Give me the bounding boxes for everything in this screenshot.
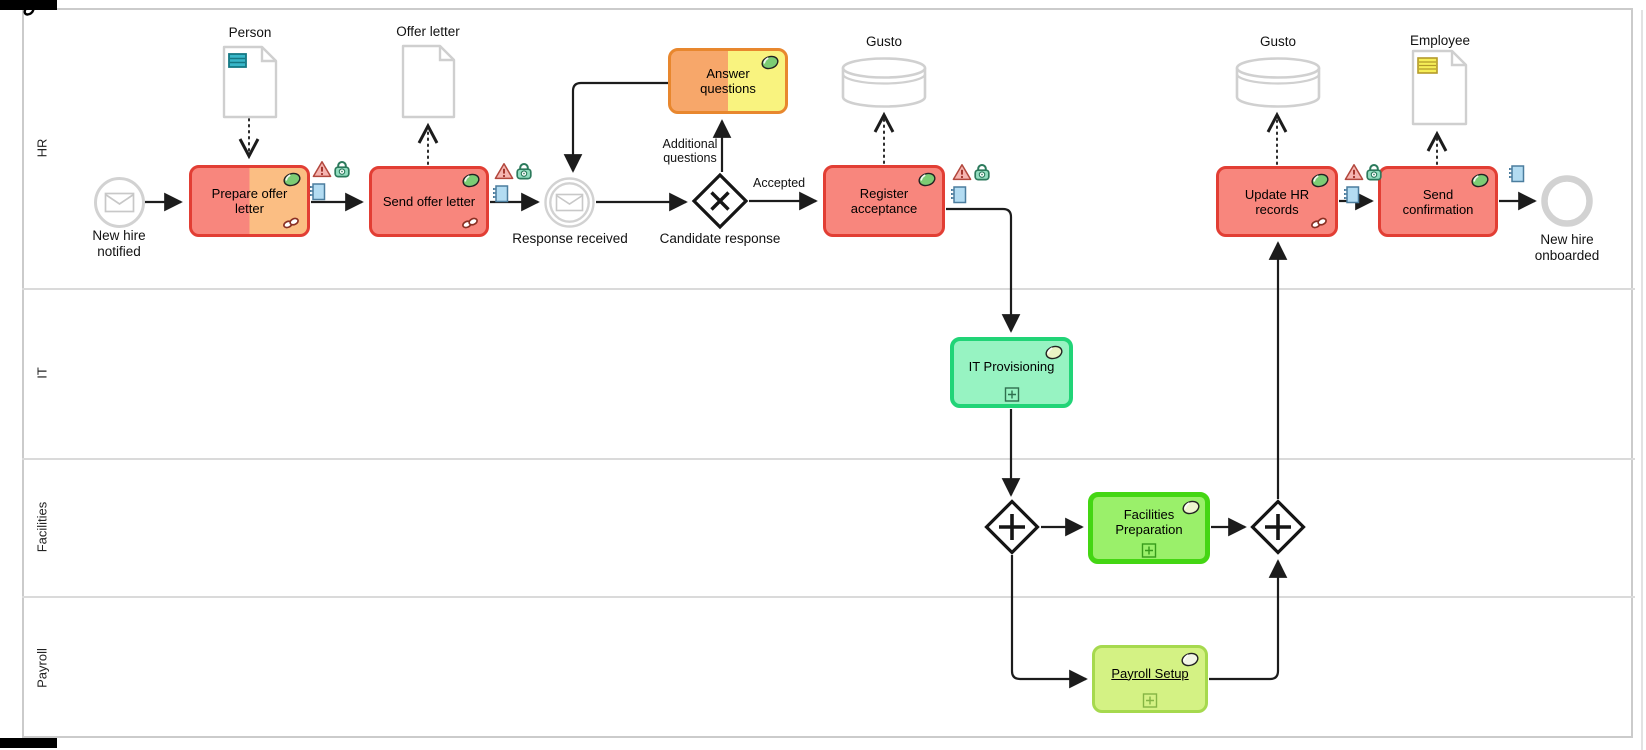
task-label: IT Provisioning: [968, 359, 1055, 374]
chain-link-icon: [1310, 216, 1328, 230]
status-disc-icon: [1310, 172, 1330, 189]
task-update-hr-records[interactable]: Update HR records: [1216, 166, 1338, 237]
plus-expand-icon[interactable]: [1141, 543, 1157, 558]
data-store-gusto-2[interactable]: [1233, 55, 1323, 111]
warning-triangle-icon: [952, 163, 972, 181]
task-label: Payroll Setup: [1111, 665, 1189, 681]
notes-icon: [1508, 164, 1525, 183]
notes-icon: [1343, 185, 1360, 204]
padlock-icon: [1365, 162, 1383, 181]
window-edge-top: [0, 0, 57, 10]
end-event-new-hire-onboarded[interactable]: [1539, 173, 1595, 229]
data-store-gusto-1-label: Gusto: [865, 34, 903, 49]
pool-boundary: [22, 8, 1633, 738]
status-disc-icon: [1044, 344, 1064, 361]
lane-divider-facilities-payroll: [22, 596, 1635, 598]
padlock-icon: [973, 162, 991, 181]
task-label: Send offer letter: [382, 194, 476, 209]
chain-link-icon: [461, 216, 479, 230]
subprocess-it-provisioning[interactable]: IT Provisioning: [950, 337, 1073, 408]
intermediate-event-response-received[interactable]: [542, 175, 597, 230]
data-store-gusto-1[interactable]: [839, 55, 929, 111]
task-register-acceptance[interactable]: Register acceptance: [823, 165, 945, 237]
status-disc-icon: [282, 171, 302, 188]
gateway-candidate-response[interactable]: [691, 172, 749, 230]
subprocess-payroll-setup[interactable]: Payroll Setup: [1092, 645, 1208, 713]
parallel-plus-icon: [999, 514, 1025, 540]
canvas-right-edge: [1641, 10, 1643, 750]
employee-note-icon: [1417, 57, 1438, 74]
status-disc-icon: [760, 54, 780, 71]
exclusive-x-icon: [710, 191, 730, 211]
notes-icon: [950, 185, 967, 204]
padlock-icon: [333, 159, 351, 178]
task-answer-questions[interactable]: Answer questions: [668, 48, 788, 114]
status-disc-icon: [1181, 499, 1201, 516]
message-envelope-icon: [104, 192, 135, 213]
task-send-offer-letter[interactable]: Send offer letter: [369, 166, 489, 237]
intermediate-event-label: Response received: [512, 231, 628, 246]
task-label: Send confirmation: [1402, 186, 1474, 217]
notes-icon: [309, 182, 326, 201]
parallel-plus-icon: [1265, 514, 1291, 540]
plus-expand-icon[interactable]: [1142, 693, 1158, 708]
pool-chain-link-icon: [21, 0, 48, 17]
chain-link-icon: [282, 216, 300, 230]
start-event-new-hire-notified[interactable]: [92, 175, 147, 230]
task-label: Prepare offer letter: [211, 186, 288, 216]
plus-expand-icon[interactable]: [1004, 387, 1019, 402]
data-object-person[interactable]: [222, 45, 278, 119]
window-edge-bottom: [0, 738, 57, 748]
status-disc-icon: [1470, 172, 1490, 189]
padlock-icon: [515, 161, 533, 180]
flow-label-accepted: Accepted: [753, 176, 806, 190]
notes-icon: [492, 184, 509, 203]
data-object-offer-letter-label: Offer letter: [396, 24, 460, 39]
status-disc-icon: [1180, 651, 1200, 668]
person-record-icon: [228, 53, 247, 68]
task-label: Answer questions: [700, 66, 756, 96]
task-prepare-offer-letter[interactable]: Prepare offer letter: [189, 165, 310, 237]
parallel-gateway-split[interactable]: [984, 499, 1040, 555]
data-object-employee[interactable]: [1411, 49, 1468, 126]
warning-triangle-icon: [1344, 163, 1364, 181]
task-label: Register acceptance: [850, 186, 918, 216]
status-disc-icon: [917, 171, 937, 188]
start-event-label: New hire notified: [92, 228, 146, 259]
status-disc-icon: [461, 172, 481, 189]
parallel-gateway-join[interactable]: [1250, 499, 1306, 555]
data-object-person-label: Person: [228, 25, 272, 40]
warning-triangle-icon: [494, 162, 514, 180]
gateway-candidate-response-label: Candidate response: [659, 231, 781, 246]
message-envelope-icon: [555, 193, 584, 212]
lane-divider-it-facilities: [22, 458, 1635, 460]
data-object-employee-label: Employee: [1409, 33, 1471, 48]
flow-label-additional-questions: Additional questions: [662, 137, 718, 165]
warning-triangle-icon: [312, 160, 332, 178]
lane-divider-hr-it: [22, 288, 1635, 290]
data-store-gusto-2-label: Gusto: [1259, 34, 1297, 49]
task-send-confirmation[interactable]: Send confirmation: [1378, 166, 1498, 237]
data-object-offer-letter[interactable]: [401, 44, 456, 119]
end-event-label: New hire onboarded: [1534, 232, 1600, 263]
task-label: Facilities Preparation: [1115, 507, 1183, 537]
subprocess-facilities-preparation[interactable]: Facilities Preparation: [1088, 492, 1210, 564]
task-label: Update HR records: [1244, 186, 1310, 217]
